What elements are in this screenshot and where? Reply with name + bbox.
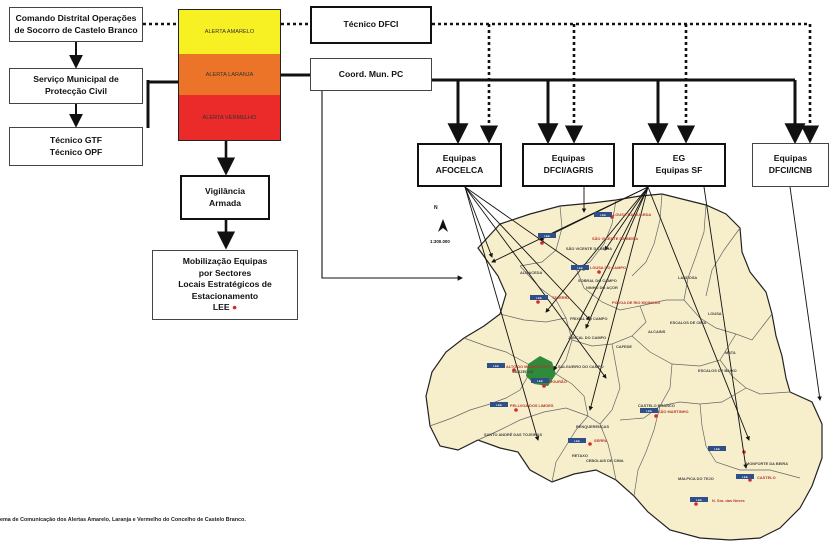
map-label: MATA	[725, 350, 736, 355]
map-label: ALMACEDA	[520, 270, 543, 275]
map-label: SALGUEIRO DO CAMPO	[558, 364, 604, 369]
lee-tag: LEE	[538, 233, 556, 238]
lee-marker-icon: ●	[231, 302, 238, 313]
lee-label: N. Sra. das Neves	[712, 498, 745, 503]
map-label: CASTELO BRANCO	[638, 403, 675, 408]
lee-label: ALTO DO MARMELEIRO	[506, 364, 551, 369]
coord-mun-pc-box: Coord. Mun. PC	[310, 58, 432, 91]
mobilizacao-lee-line: LEE ●	[213, 302, 237, 314]
map-label: ESCALOS DE CIMA	[670, 320, 707, 325]
vigilancia-armada-box: Vigilância Armada	[180, 175, 270, 220]
lee-tag: LEE	[736, 474, 754, 479]
lee-tag: LEE	[640, 408, 658, 413]
mobilizacao-text: Mobilização Equipas por Sectores Locais …	[178, 256, 272, 301]
map-label: BENQUERENÇAS	[576, 424, 610, 429]
eg-equipas-sf-box: EG Equipas SF	[632, 143, 726, 187]
lee-tag: LEE	[487, 363, 505, 368]
lee-tag: LEE	[531, 378, 549, 383]
map-label: MONFORTE DA BEIRA	[746, 461, 789, 466]
north-label: N	[434, 205, 438, 211]
lee-tag: LEE	[490, 402, 508, 407]
tecnico-gtf-box: Técnico GTF Técnico OPF	[9, 127, 143, 166]
map-label: CEBOLAIS DE CIMA	[586, 458, 624, 463]
lee-tag: LEE	[690, 497, 708, 502]
map-label: FRIXIAL DO CAMPO	[570, 316, 608, 321]
map-label: SÃO VICENTE DA BEIRA	[566, 246, 613, 251]
lee-tag: LEE	[530, 295, 548, 300]
castelo-branco-map	[425, 193, 823, 541]
map-label: JUNCAL DO CAMPO	[568, 335, 607, 340]
lee-label: MOURÃO	[549, 379, 567, 384]
comando-distrital-box: Comando Distrital Operações de Socorro d…	[9, 7, 143, 42]
alerta-amarelo: ALERTA AMARELO	[178, 9, 281, 54]
lee-label: LOUSA DA GUARDA	[613, 212, 652, 217]
lee-tag: LEE	[568, 438, 586, 443]
equipas-dfci-icnb-box: Equipas DFCI/ICNB	[752, 143, 829, 187]
lee-label: SÃO VICENTE DA BEIRA	[592, 236, 639, 241]
lee-label: SÃO MARTINHO	[658, 409, 689, 414]
scale-label: 1:300.000	[430, 239, 450, 244]
map-label: CAFEDE	[616, 344, 632, 349]
map-label: SARZEDAS	[512, 369, 534, 374]
north-arrow	[438, 219, 448, 232]
municipality-boundary	[425, 193, 823, 541]
map-label: SOBRAL DO CAMPO	[578, 278, 617, 283]
lee-label: SERRA	[594, 438, 608, 443]
lee-label: PÓVOA DE RIO MOINHOS	[612, 300, 661, 305]
mobilizacao-lee: LEE	[212, 302, 230, 313]
map-label: LARDOSA	[678, 275, 698, 280]
mobilizacao-equipas-box: Mobilização Equipas por Sectores Locais …	[152, 250, 298, 320]
map-label: ALCAINS	[648, 329, 666, 334]
map-label: MALPICA DO TEJO	[678, 476, 714, 481]
lee-label: CASTELO	[757, 475, 776, 480]
lee-label: LOUSA DO CAMPO	[590, 265, 626, 270]
equipas-dfci-agris-box: Equipas DFCI/AGRIS	[522, 143, 615, 187]
equipas-afocelca-box: Equipas AFOCELCA	[417, 143, 502, 187]
lee-tag: LEE	[594, 212, 612, 217]
alerta-vermelho: ALERTA VERMELHO	[178, 95, 281, 141]
map-label: SANTO ANDRÉ DAS TOJEIRAS	[484, 432, 543, 437]
map-label: LOUSA	[708, 311, 722, 316]
lee-label: PELLVOA DOS LIMOES	[510, 403, 554, 408]
map-label: RETAXO	[572, 453, 588, 458]
map-label: NINHO DO AÇOR	[586, 285, 618, 290]
lee-tag: LEE	[708, 446, 726, 451]
figure-caption: ema de Comunicação dos Alertas Amarelo, …	[0, 517, 246, 523]
lee-tag: LEE	[571, 265, 589, 270]
map-label: ESCALOS DE BAIXO	[698, 368, 737, 373]
tecnico-dfci-box: Técnico DFCI	[310, 6, 432, 44]
lee-label: TAVERRA	[552, 295, 571, 300]
servico-municipal-box: Serviço Municipal de Protecção Civil	[9, 68, 143, 104]
alerta-laranja: ALERTA LARANJA	[178, 54, 281, 95]
